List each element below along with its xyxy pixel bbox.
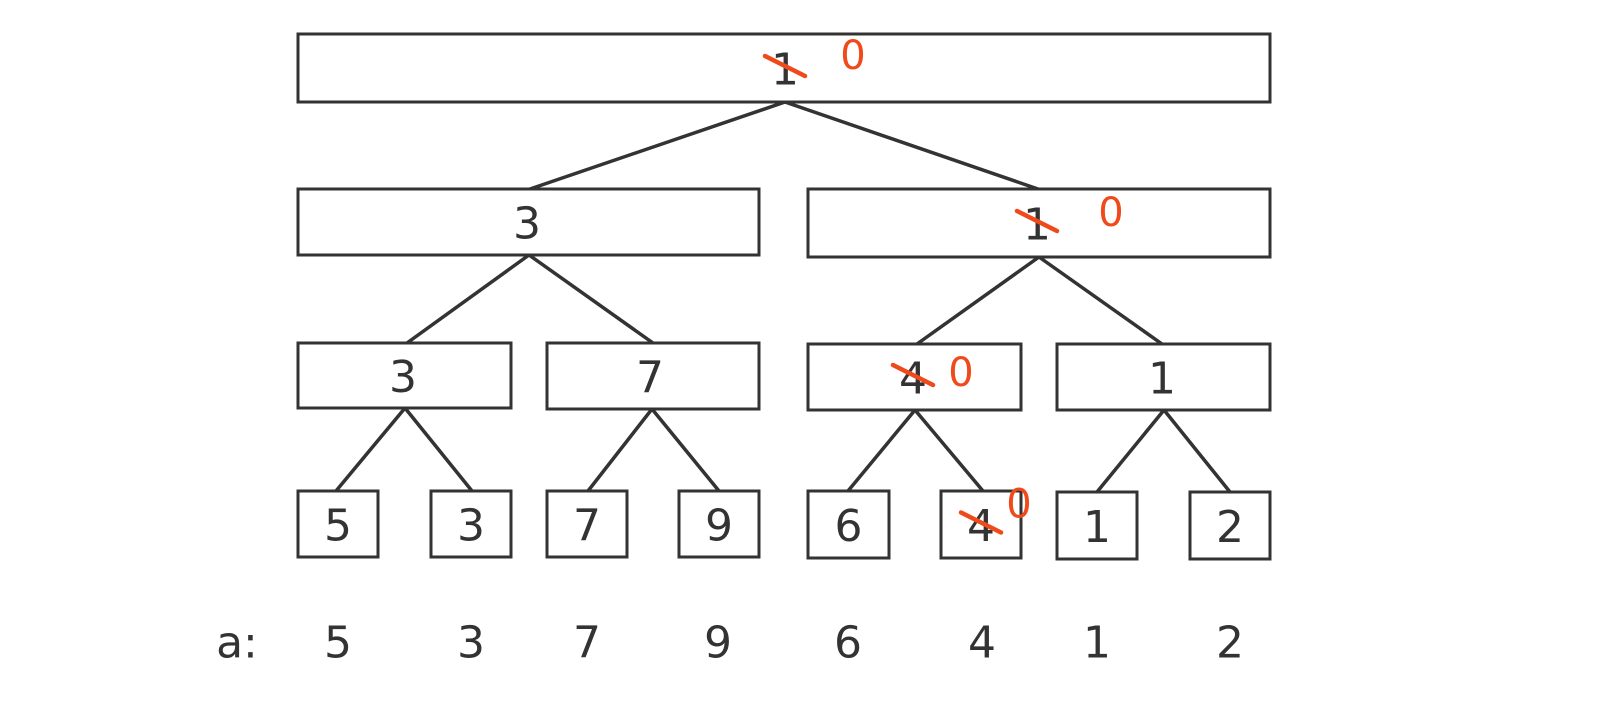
tree-node-n8: 5 — [296, 489, 380, 559]
node-box — [296, 489, 380, 559]
node-value: 9 — [705, 501, 733, 552]
tree-node-n10: 7 — [545, 489, 629, 559]
array-value: 7 — [573, 618, 601, 669]
node-box — [545, 489, 629, 559]
strike-mark — [958, 510, 1004, 535]
node-box — [1188, 490, 1272, 561]
edge-n6-n12 — [846, 408, 917, 493]
edge-n1-n2 — [528, 100, 787, 191]
tree-node-n11: 9 — [677, 489, 761, 559]
node-box — [806, 187, 1272, 259]
tree-node-n7: 1 — [1055, 342, 1272, 412]
tree-node-n14: 1 — [1055, 490, 1139, 561]
node-value: 6 — [835, 501, 863, 552]
edge-n5-n10 — [586, 407, 654, 493]
tree-node-n5: 7 — [545, 341, 761, 411]
edge-n5-n11 — [650, 407, 721, 493]
node-value: 1 — [1148, 354, 1176, 405]
updated-value: 0 — [1006, 482, 1031, 528]
edge-n7-n15 — [1162, 408, 1232, 494]
tree-node-n9: 3 — [429, 489, 513, 559]
edge-n6-n13 — [913, 408, 985, 493]
tree-node-n2: 3 — [296, 187, 761, 257]
node-value: 3 — [513, 199, 541, 250]
strike-mark — [1014, 208, 1060, 234]
node-value: 2 — [1216, 502, 1244, 553]
edge-n4-n9 — [403, 406, 474, 493]
array-name-label: a: — [216, 618, 258, 669]
edges-layer — [334, 100, 1232, 494]
array-value: 5 — [324, 618, 352, 669]
node-value: 5 — [324, 501, 352, 552]
array-value: 9 — [704, 618, 732, 669]
array-value: 4 — [968, 618, 996, 669]
node-box — [545, 341, 761, 411]
node-value: 3 — [457, 501, 485, 552]
tree-node-n4: 3 — [296, 341, 513, 410]
node-box — [806, 489, 891, 560]
edge-n7-n14 — [1095, 408, 1166, 494]
array-value: 3 — [457, 618, 485, 669]
node-box — [1055, 342, 1272, 412]
array-value: 1 — [1083, 618, 1111, 669]
updated-value: 0 — [840, 33, 865, 79]
strike-mark — [762, 53, 808, 79]
node-box — [296, 187, 761, 257]
edge-n3-n6 — [915, 255, 1041, 346]
updated-value: 0 — [1098, 190, 1123, 236]
node-value: 1 — [1083, 502, 1111, 553]
node-box — [429, 489, 513, 559]
node-value: 7 — [636, 353, 664, 404]
tree-node-n12: 6 — [806, 489, 891, 560]
array-value: 6 — [834, 618, 862, 669]
array-value: 2 — [1216, 618, 1244, 669]
node-box — [677, 489, 761, 559]
node-box — [1055, 490, 1139, 561]
tree-node-n15: 2 — [1188, 490, 1272, 561]
array-layer: a: 5 3 7 9 6 4 1 2 — [216, 618, 1244, 669]
edge-n1-n3 — [783, 100, 1040, 191]
edge-n4-n8 — [334, 406, 407, 493]
updated-value: 0 — [948, 350, 973, 396]
node-value: 3 — [389, 352, 417, 403]
edge-n3-n7 — [1037, 255, 1164, 346]
edge-n2-n5 — [527, 253, 655, 345]
node-value: 7 — [573, 501, 601, 552]
node-box — [296, 341, 513, 410]
edge-n2-n4 — [405, 253, 531, 345]
strike-mark — [890, 362, 936, 388]
